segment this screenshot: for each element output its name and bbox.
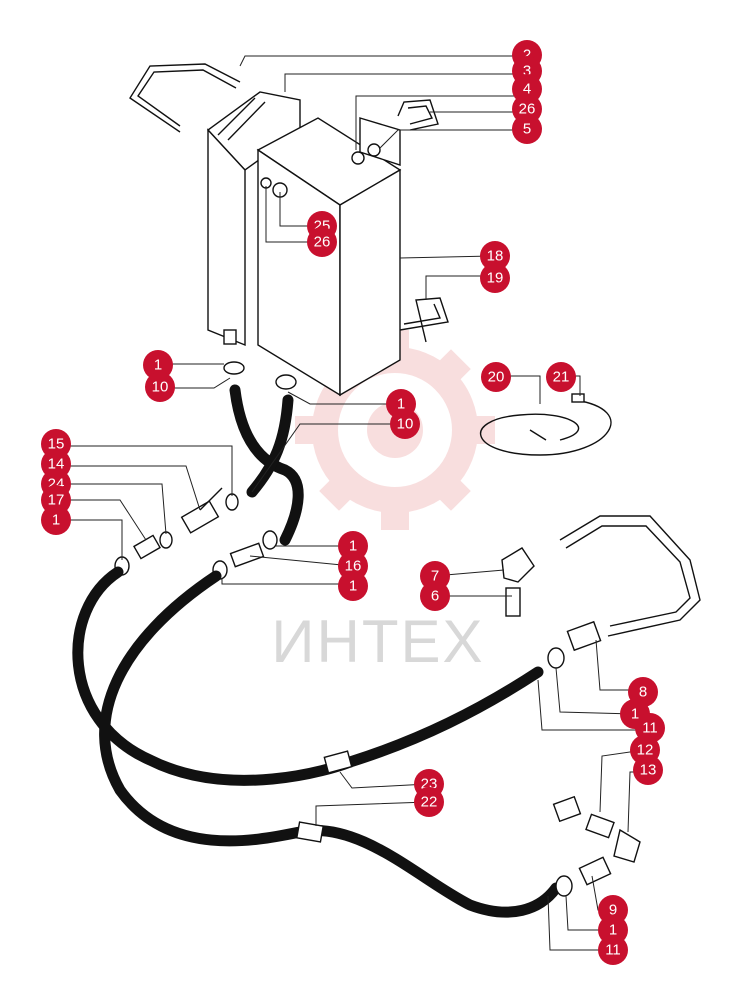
fitting-8 [566, 620, 602, 652]
callout-label: 26 [314, 234, 331, 251]
clamp-1a [223, 361, 245, 375]
pipe-8 [559, 515, 701, 637]
callout-label: 1 [631, 706, 639, 723]
callout-label: 10 [152, 379, 169, 396]
clamp-1b [275, 374, 297, 390]
callout-10-b: 10 [390, 409, 420, 439]
callout-6: 6 [420, 581, 450, 611]
callout-label: 4 [523, 81, 531, 98]
callout-13: 13 [633, 755, 663, 785]
callout-label: 18 [487, 248, 504, 265]
heater-housing [206, 91, 301, 347]
sleeve-12a [552, 795, 582, 823]
callout-21: 21 [546, 362, 576, 392]
callout-label: 1 [609, 922, 617, 939]
watermark-text: ИНТЕХ [271, 608, 484, 675]
u-bolt-right [399, 297, 449, 343]
nipple-6 [505, 587, 521, 617]
callout-label: 1 [154, 357, 162, 374]
callout-1-e: 1 [338, 571, 368, 601]
callout-label: 19 [487, 270, 504, 287]
callout-label: 1 [349, 578, 357, 595]
callout-1-c: 1 [41, 505, 71, 535]
callout-label: 21 [553, 369, 570, 386]
callout-label: 9 [609, 902, 617, 919]
heater-box [256, 117, 402, 397]
callout-label: 13 [640, 762, 657, 779]
callout-label: 26 [519, 101, 536, 118]
callout-label: 11 [642, 720, 658, 737]
mounting-bracket [351, 117, 401, 166]
callout-label: 7 [431, 568, 439, 585]
callout-19: 19 [480, 263, 510, 293]
callout-label: 3 [523, 63, 531, 80]
hose-joint-22 [295, 821, 325, 843]
callout-label: 8 [639, 684, 647, 701]
callout-1-a: 1 [143, 350, 173, 380]
callout-label: 17 [48, 492, 65, 509]
callout-label: 1 [397, 396, 405, 413]
callout-10-a: 10 [145, 372, 175, 402]
hose-10-right [246, 394, 294, 498]
callout-22: 22 [414, 787, 444, 817]
callout-label: 1 [349, 538, 357, 555]
clamp-1g [555, 875, 573, 897]
hose-joint-23 [323, 750, 353, 774]
cable-20 [479, 399, 612, 456]
hose-10-left [229, 384, 304, 546]
callout-label: 12 [637, 742, 654, 759]
elbow-7 [501, 547, 535, 583]
elbow-13 [613, 828, 641, 863]
callout-label: 10 [397, 416, 414, 433]
callout-label: 15 [48, 436, 65, 453]
callout-label: 6 [431, 588, 439, 605]
fitting-12 [585, 813, 615, 839]
fitting-9 [578, 856, 612, 886]
callout-18: 18 [480, 241, 510, 271]
callout-11-bottom: 11 [598, 935, 628, 965]
connector-16 [212, 530, 278, 580]
callout-label: 1 [52, 512, 60, 529]
clamp-1f [547, 647, 565, 669]
callout-label: 2 [523, 47, 531, 64]
callout-label: 20 [488, 369, 505, 386]
callout-label: 5 [523, 121, 531, 138]
callout-label: 22 [421, 794, 438, 811]
hose-22-inner [99, 570, 562, 918]
u-bolt-top-left [129, 63, 241, 133]
u-bolt-top-right [397, 99, 439, 131]
connector-21 [571, 393, 585, 403]
callout-20: 20 [481, 362, 511, 392]
callout-label: 11 [605, 942, 621, 959]
callout-26-mid: 26 [307, 227, 337, 257]
callout-label: 14 [48, 456, 65, 473]
callout-label: 16 [345, 558, 362, 575]
hose-22-outer [72, 566, 544, 786]
callout-5: 5 [512, 114, 542, 144]
